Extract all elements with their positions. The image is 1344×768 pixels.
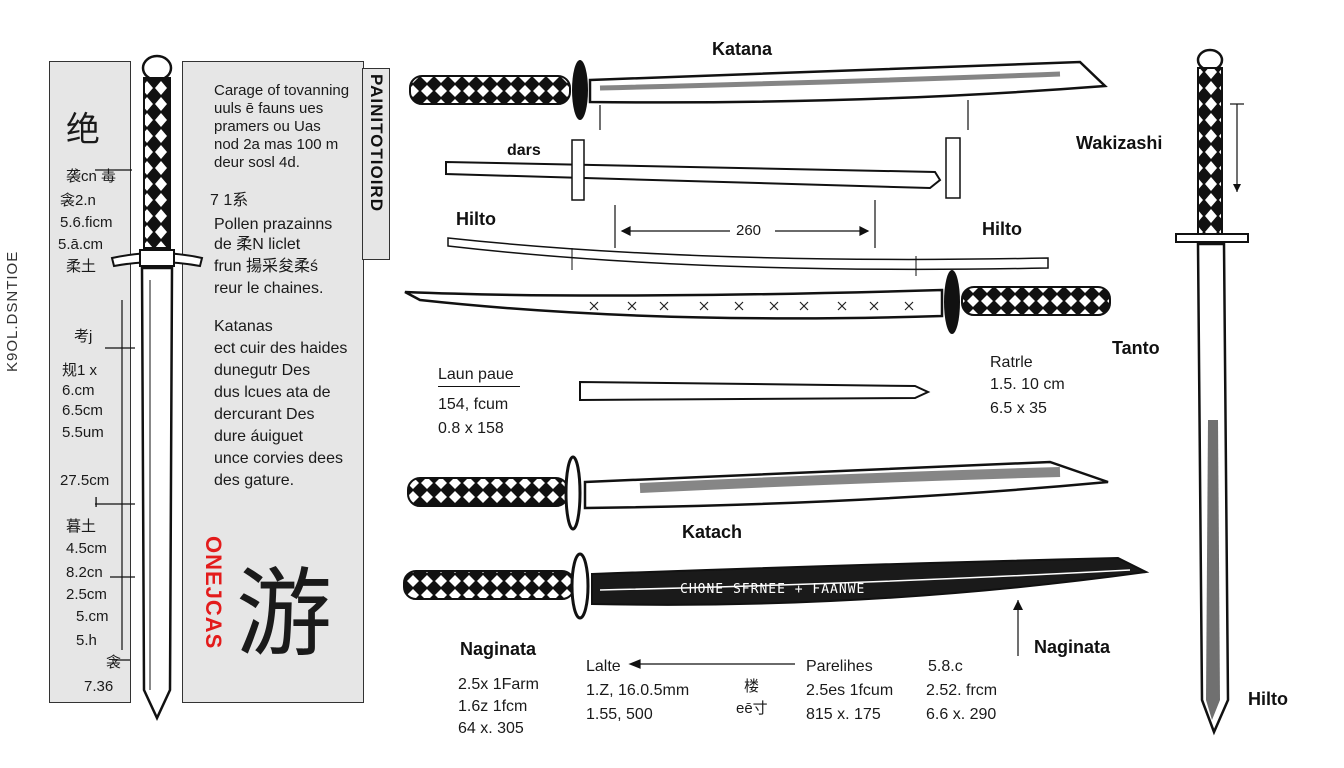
measure-1: 袭cn 毒 [66,168,117,185]
left-measure-ticks [95,169,135,661]
nag-dim-2: 1.6z 1fcm [458,698,528,715]
description-panel [182,61,364,703]
lalte-line1: Lalte [586,658,621,675]
para3-line3: dunegutr Des [214,362,311,379]
left-kanji: 绝 [66,111,100,149]
measure-14: 4.5cm [66,540,107,557]
label-hilto-left: Hilto [456,209,496,229]
para1-line4: nod 2a mas 100 m [214,136,339,153]
five-line2: 2.52. frcm [926,682,998,699]
para1-line1: Carage of tovanning [214,82,350,99]
para3-line4: dus lcues ata de [214,384,331,401]
blade-inscription: CHONE SFRNEE + FAANWE [680,582,866,597]
big-kanji: 游 [236,561,332,668]
measure-15: 8.2cn [66,564,103,581]
nag-dim-1: 2.5x 1Farm [458,676,539,693]
para3-line2: ect cuir des haides [214,340,348,357]
five-line3: 6.6 x. 290 [926,706,997,723]
para2-line3: frun 揚采夋柔ś [214,258,319,275]
para2-line4: reur le chaines. [214,280,324,297]
lalte-arrow [628,659,795,669]
ratrle-line3: 6.5 x 35 [990,400,1047,417]
parelihes-line1: Parelihes [806,658,873,675]
dimension-260 [614,200,876,248]
para1-line5: deur sosl 4d. [214,154,300,171]
para2-line2: de 柔N liclet [214,236,301,253]
lalte-line2: 1.Z, 16.0.5mm [586,682,690,699]
label-naginata-left: Naginata [460,639,537,659]
label-hilto-mid: Hilto [982,219,1022,239]
measure-20: 7.36 [84,678,114,695]
measure-3: 5.6.ficm [60,214,113,231]
katana-drawing [409,60,1108,130]
ratrle-line2: 1.5. 10 cm [990,376,1065,393]
label-naginata-right: Naginata [1034,637,1111,657]
label-tanto: Tanto [1112,338,1160,358]
measure-6: 考j [74,328,93,345]
measure-12: I [94,494,99,511]
small-kanji-2: eē寸 [736,700,768,717]
measure-4: 5.ā.cm [58,236,104,253]
measure-5: 柔土 [66,258,97,275]
five-line1: 5.8.c [928,658,963,675]
naginata-drawing [403,552,1150,656]
label-katach: Katach [682,522,743,542]
parelihes-line2: 2.5es 1fcum [806,682,894,699]
small-kanji-1: 楼 [744,678,760,695]
para2-line1: Pollen prazainns [214,216,333,233]
label-hilto-bottom: Hilto [1248,689,1288,709]
measure-2: 衾2.n [60,192,96,209]
nag-dim-3: 64 x. 305 [458,720,524,737]
label-260: 260 [736,222,762,239]
measure-11: 27.5cm [60,472,110,489]
para3-line5: dercurant Des [214,406,315,423]
laun-line2: 154, fcum [438,396,509,413]
laun-underline [438,386,520,387]
para3-line6: dure áuiguet [214,428,303,445]
laun-line3: 0.8 x 158 [438,420,504,437]
ratrle-line1: Ratrle [990,354,1033,371]
left-measure-panel [49,61,131,703]
right-vertical-sword [1175,48,1249,736]
left-vertical-sword [110,54,204,721]
measure-13: 暮土 [66,518,97,535]
para3-line1: Katanas [214,318,273,335]
measure-10: 5.5um [62,424,104,441]
parelihes-line3: 815 x. 175 [806,706,881,723]
measure-7: 规1 x [62,362,98,379]
measure-18: 5.h [76,632,97,649]
measure-8: 6.cm [62,382,95,399]
short-blade [579,380,931,402]
laun-line1: Laun paue [438,366,514,383]
para3-line8: des gature. [214,472,295,489]
para1-line3: pramers ou Uas [214,118,321,135]
label-wakizashi: Wakizashi [1076,133,1163,153]
measure-16: 2.5cm [66,586,107,603]
para3-line7: unce corvies dees [214,450,343,467]
vertical-title-box [362,68,390,260]
measure-17: 5.cm [76,608,109,625]
label-katana: Katana [712,39,773,59]
measure-9: 6.5cm [62,402,103,419]
katach-drawing [407,455,1109,531]
measure-19: 衾 [106,654,122,671]
lalte-line3: 1.55, 500 [586,706,653,723]
label-dars: dars [507,142,541,159]
dars-blade [445,137,961,201]
red-vertical-label: ONEJCAS [201,536,226,650]
mid-mark: 7 1系 [210,192,249,209]
scabbard-line [447,237,1049,276]
reversed-sword [404,270,1111,334]
para1-line2: uuls ē fauns ues [214,100,324,117]
